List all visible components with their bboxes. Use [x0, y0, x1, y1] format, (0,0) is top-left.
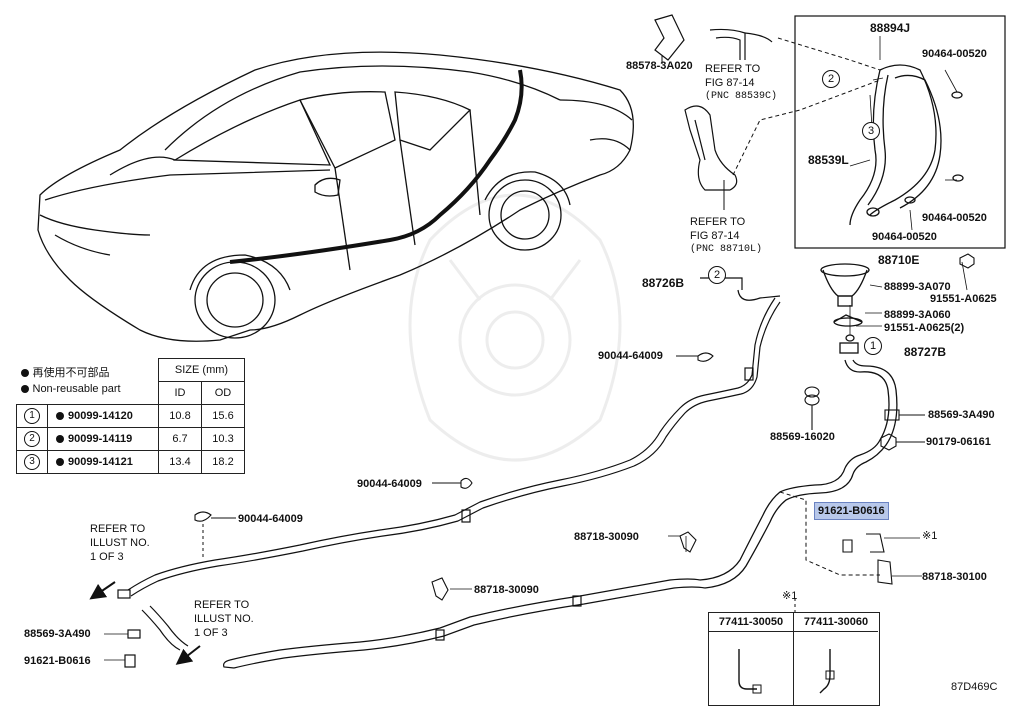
- bracket-icon: [819, 649, 835, 694]
- hose-clamp-callout-3[interactable]: 3: [862, 122, 880, 140]
- refer-pnc: (PNC 88710L): [690, 244, 763, 255]
- hose-clamp-callout-2[interactable]: 2: [822, 70, 840, 88]
- part-label-91551-A0625[interactable]: 91551-A0625: [930, 293, 997, 305]
- legend-row[interactable]: 3 90099-14121 13.4 18.2: [16, 450, 245, 474]
- legend-od: 15.6: [201, 404, 245, 428]
- bracket-variant-60[interactable]: 77411-30060: [794, 613, 878, 705]
- bullet-dot-icon: [56, 412, 64, 421]
- refer-line: REFER TO: [194, 599, 250, 611]
- bullet-dot-icon: [20, 385, 29, 394]
- legend-key: 再使用不可部品 Non-reusable part: [17, 359, 159, 405]
- hose-clamp-callout-1[interactable]: 1: [864, 337, 882, 355]
- legend-row[interactable]: 2 90099-14119 6.7 10.3: [16, 427, 245, 451]
- callout-number: 1: [24, 408, 40, 424]
- bullet-dot-icon: [56, 458, 64, 467]
- diagram-code: 87D469C: [951, 681, 998, 693]
- part-label-88710E[interactable]: 88710E: [878, 253, 920, 267]
- part-label-77411-30050: 77411-30050: [709, 613, 793, 632]
- part-label-90044-64009-c[interactable]: 90044-64009: [238, 513, 303, 525]
- refer-note-88539C[interactable]: REFER TO FIG 87-14 (PNC 88539C): [705, 62, 777, 104]
- part-88578-shape: [654, 14, 685, 61]
- part-label-88569-3A490-right[interactable]: 88569-3A490: [928, 409, 995, 421]
- refer-line: ILLUST NO.: [194, 613, 254, 625]
- part-label-91621-B0616-left[interactable]: 91621-B0616: [24, 655, 91, 667]
- bullet-dot-icon: [56, 435, 64, 444]
- refer-line: 1 OF 3: [194, 627, 228, 639]
- hose-88710L-shape: [684, 105, 738, 191]
- part-label-88718-30090-a[interactable]: 88718-30090: [574, 531, 639, 543]
- clamp-size-legend: 再使用不可部品 Non-reusable part SIZE (mm) ID O…: [16, 358, 245, 474]
- part-label-90179-06161[interactable]: 90179-06161: [926, 436, 991, 448]
- callout-number: 3: [24, 454, 40, 470]
- part-label-90464-00520-a[interactable]: 90464-00520: [922, 48, 987, 60]
- part-label-88578-3A020[interactable]: 88578-3A020: [626, 60, 693, 72]
- refer-line: REFER TO: [690, 216, 746, 228]
- car-illustration: [37, 51, 634, 342]
- hose-88539C-shape: [709, 28, 773, 60]
- refer-note-illust-b[interactable]: REFER TO ILLUST NO. 1 OF 3: [194, 598, 254, 640]
- bracket-variant-50[interactable]: 77411-30050: [709, 613, 794, 705]
- legend-id: 6.7: [158, 427, 202, 451]
- watermark-emblem: [408, 193, 622, 462]
- part-label-90464-00520-b[interactable]: 90464-00520: [922, 212, 987, 224]
- callout-number: 2: [24, 431, 40, 447]
- part-label-88899-3A070[interactable]: 88899-3A070: [884, 281, 951, 293]
- legend-od: 10.3: [201, 427, 245, 451]
- part-label-90464-00520-c[interactable]: 90464-00520: [872, 231, 937, 243]
- part-label-88718-30090-b[interactable]: 88718-30090: [474, 584, 539, 596]
- part-label-90044-64009-b[interactable]: 90044-64009: [357, 478, 422, 490]
- tube-lower: [223, 578, 706, 669]
- part-label-88539L[interactable]: 88539L: [808, 153, 849, 167]
- part-label-88718-30100[interactable]: 88718-30100: [922, 571, 987, 583]
- refer-line: FIG 87-14: [705, 77, 755, 89]
- part-label-91551-A0625-2[interactable]: 91551-A0625(2): [884, 322, 965, 334]
- legend-part-number: 90099-14119: [68, 433, 133, 445]
- assembly-88710E-frame: [794, 15, 1006, 249]
- refer-note-illust-a[interactable]: REFER TO ILLUST NO. 1 OF 3: [90, 522, 150, 564]
- part-label-88569-16020[interactable]: 88569-16020: [770, 431, 835, 443]
- col-id-header: ID: [158, 381, 202, 405]
- note-mark-sub: ※1: [782, 590, 798, 602]
- bracket-variants-box: 77411-30050 77411-30060: [708, 612, 880, 706]
- refer-note-88710L[interactable]: REFER TO FIG 87-14 (PNC 88710L): [690, 215, 762, 257]
- part-label-77411-30060: 77411-30060: [794, 613, 878, 632]
- bracket-icon: [738, 649, 762, 694]
- part-label-88894J[interactable]: 88894J: [870, 21, 911, 35]
- part-label-88569-3A490-left[interactable]: 88569-3A490: [24, 628, 91, 640]
- legend-part-number: 90099-14121: [68, 456, 133, 468]
- hose-88727B-shape: [699, 342, 898, 589]
- filler-neck-shape: [820, 263, 870, 342]
- part-label-91621-B0616-highlighted[interactable]: 91621-B0616: [814, 502, 889, 520]
- legend-jp: 再使用不可部品: [32, 367, 110, 380]
- legend-od: 18.2: [201, 450, 245, 474]
- tube-upper: [127, 297, 781, 597]
- note-mark-1: ※1: [922, 530, 938, 542]
- part-label-90044-64009-a[interactable]: 90044-64009: [598, 350, 663, 362]
- legend-row[interactable]: 1 90099-14120 10.8 15.6: [16, 404, 245, 428]
- refer-pnc: (PNC 88539C): [705, 91, 778, 102]
- size-header: SIZE (mm): [158, 358, 245, 382]
- hose-clamp-callout-2-mid[interactable]: 2: [708, 266, 726, 284]
- refer-line: REFER TO: [90, 523, 146, 535]
- legend-id: 13.4: [158, 450, 202, 474]
- part-label-88726B[interactable]: 88726B: [642, 276, 685, 290]
- part-label-88899-3A060[interactable]: 88899-3A060: [884, 309, 951, 321]
- refer-line: 1 OF 3: [90, 551, 124, 563]
- legend-id: 10.8: [158, 404, 202, 428]
- part-label-88727B[interactable]: 88727B: [904, 345, 947, 359]
- refer-line: FIG 87-14: [690, 230, 740, 242]
- hose-88539L-shape: [849, 64, 964, 226]
- refer-line: ILLUST NO.: [90, 537, 150, 549]
- refer-line: REFER TO: [705, 63, 761, 75]
- legend-part-number: 90099-14120: [68, 410, 133, 422]
- col-od-header: OD: [201, 381, 245, 405]
- legend-en: Non-reusable part: [32, 383, 121, 396]
- bullet-dot-icon: [20, 369, 29, 378]
